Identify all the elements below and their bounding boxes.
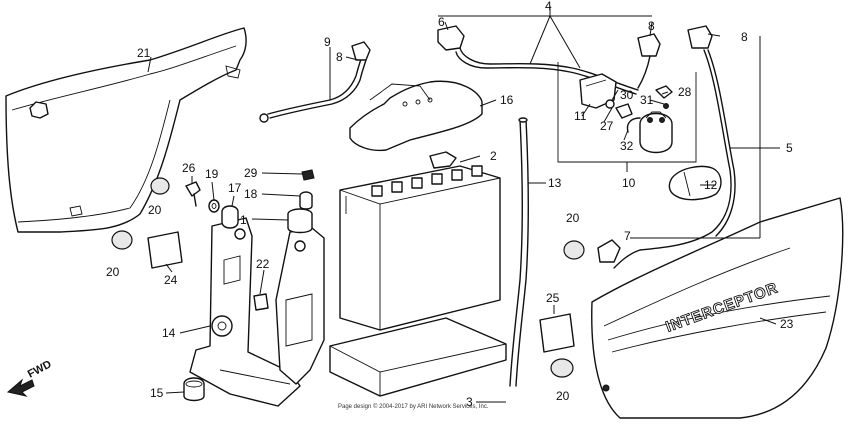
callout-25: 25 — [546, 291, 560, 305]
forward-arrow: FWD — [6, 358, 54, 397]
callout-23: 23 — [780, 317, 794, 331]
callout-20d: 20 — [556, 389, 570, 403]
callout-26: 26 — [182, 161, 196, 175]
hardware-items — [111, 169, 585, 402]
fwd-label: FWD — [26, 358, 54, 380]
copyright-notice: Page design © 2004-2017 by ARI Network S… — [338, 403, 489, 410]
callout-20a: 20 — [148, 203, 162, 217]
callout-10: 10 — [622, 176, 636, 190]
callout-7: 7 — [624, 229, 631, 243]
callout-31: 31 — [640, 93, 654, 107]
callout-20b: 20 — [106, 265, 120, 279]
callout-17: 17 — [228, 181, 242, 195]
callout-20c: 20 — [566, 211, 580, 225]
callout-8c: 8 — [741, 30, 748, 44]
battery-bracket — [189, 217, 325, 407]
leader-lines — [147, 6, 780, 403]
callout-28: 28 — [678, 85, 692, 99]
callout-1: 1 — [240, 213, 247, 227]
callout-15: 15 — [150, 386, 164, 400]
left-side-cover — [5, 27, 247, 233]
callout-11: 11 — [574, 109, 587, 123]
callout-8a: 8 — [336, 50, 343, 64]
right-side-cover: INTERCEPTOR — [591, 197, 844, 419]
callout-5: 5 — [786, 141, 793, 155]
callout-22: 22 — [256, 257, 270, 271]
callout-13: 13 — [548, 176, 562, 190]
callout-9: 9 — [324, 35, 331, 49]
callout-18: 18 — [244, 187, 258, 201]
callout-6: 6 — [438, 15, 445, 29]
callout-29: 29 — [244, 166, 258, 180]
battery-negative-cable — [259, 41, 371, 123]
callout-labels: 21 9 8 4 6 8 8 16 2 13 5 12 10 11 27 30 … — [106, 0, 794, 409]
callout-30: 30 — [620, 88, 634, 102]
callout-14: 14 — [162, 326, 176, 340]
callout-27: 27 — [600, 119, 614, 133]
callout-8b: 8 — [648, 19, 655, 33]
battery-holder-plate — [349, 80, 483, 152]
callout-3: 3 — [466, 395, 473, 409]
terminal-boot — [668, 165, 722, 201]
callout-24: 24 — [164, 273, 178, 287]
callout-19: 19 — [205, 167, 219, 181]
callout-12: 12 — [704, 178, 718, 192]
starter-motor-cable — [597, 25, 736, 269]
callout-32: 32 — [620, 139, 634, 153]
battery-positive-cable — [437, 25, 661, 95]
callout-4: 4 — [545, 0, 552, 13]
callout-16: 16 — [500, 93, 514, 107]
battery — [339, 151, 501, 331]
callout-2: 2 — [490, 149, 497, 163]
breather-tube — [509, 117, 529, 387]
battery-tray — [329, 317, 507, 397]
callout-21: 21 — [137, 46, 151, 60]
